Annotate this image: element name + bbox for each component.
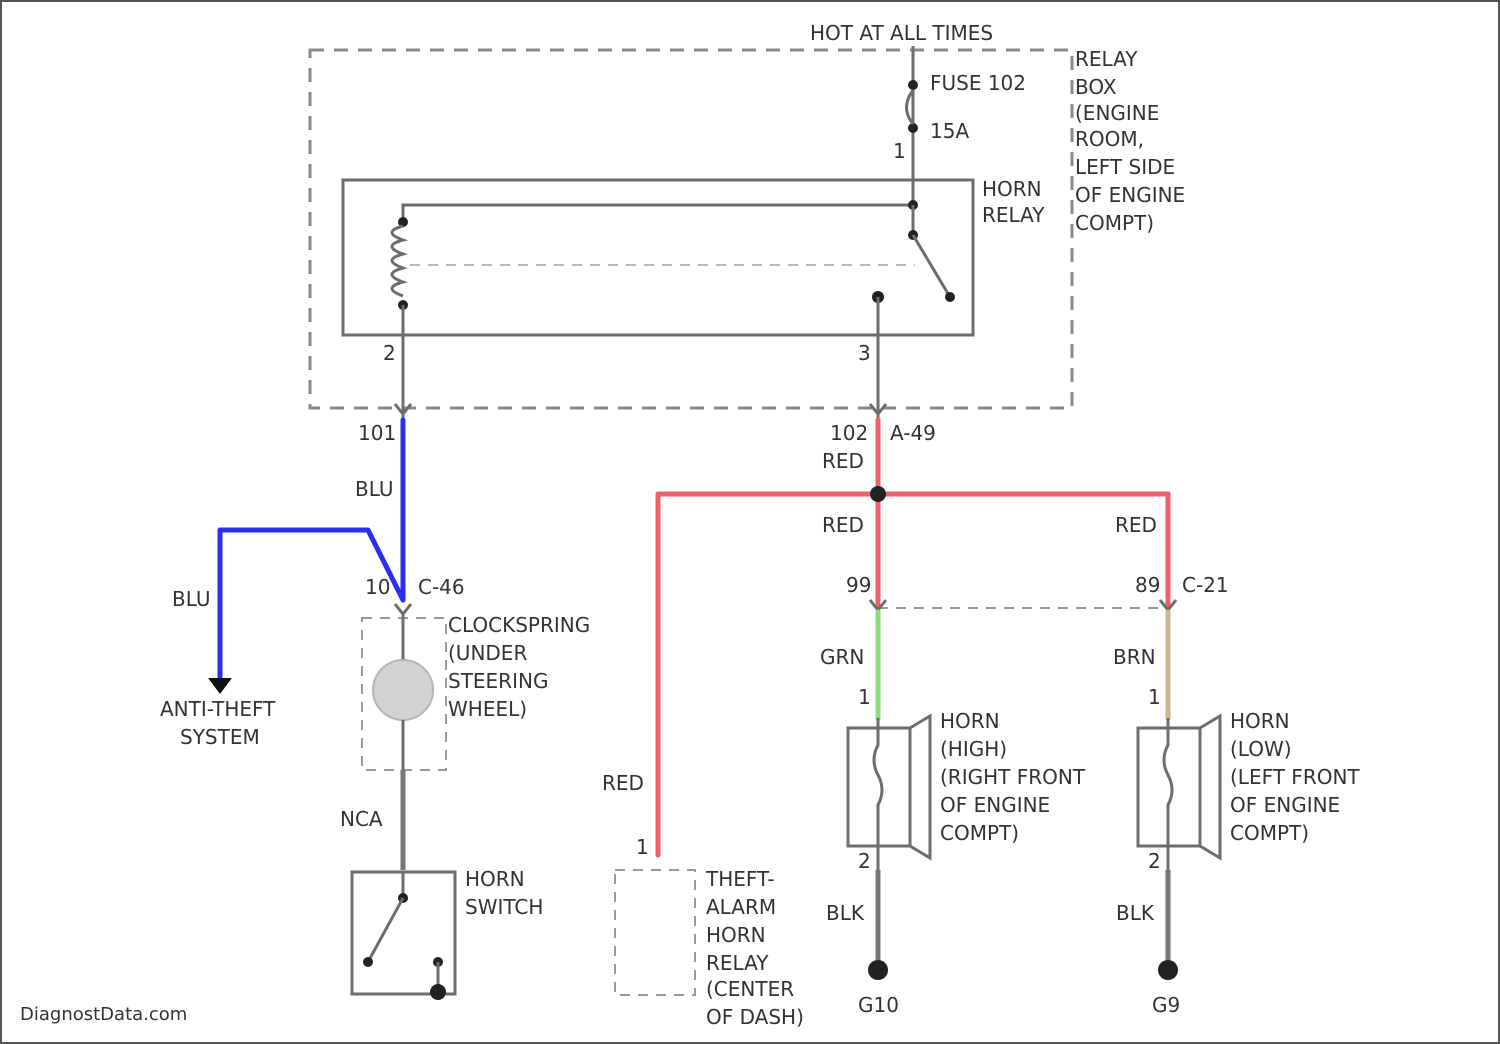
- horn-high-connector: 99: [846, 573, 871, 597]
- svg-text:OF DASH): OF DASH): [706, 1005, 804, 1029]
- svg-text:RELAY: RELAY: [1075, 47, 1138, 71]
- svg-text:COMPT): COMPT): [1230, 821, 1309, 845]
- svg-text:(RIGHT FRONT: (RIGHT FRONT: [940, 765, 1086, 789]
- svg-text:(LOW): (LOW): [1230, 737, 1292, 761]
- brn-label: BRN: [1113, 645, 1156, 669]
- ground-low-label: G9: [1152, 993, 1180, 1017]
- coil-out-connector: 101: [358, 421, 396, 445]
- relay-box-label: RELAY BOX (ENGINE ROOM, LEFT SIDE OF ENG…: [1075, 47, 1185, 235]
- watermark: DiagnostData.com: [20, 1004, 187, 1025]
- svg-text:OF ENGINE: OF ENGINE: [1230, 793, 1340, 817]
- svg-text:RELAY: RELAY: [706, 951, 769, 975]
- ground-high-label: G10: [858, 993, 899, 1017]
- svg-text:RELAY: RELAY: [982, 203, 1045, 227]
- horn-high-label: HORN (HIGH) (RIGHT FRONT OF ENGINE COMPT…: [940, 709, 1086, 845]
- relay-internal-feed: [403, 182, 913, 222]
- svg-text:HORN: HORN: [940, 709, 1000, 733]
- svg-text:WHEEL): WHEEL): [448, 697, 527, 721]
- relay-switch-arm: [913, 235, 950, 297]
- clockspring-icon: [373, 660, 433, 720]
- red-center-label: RED: [822, 513, 864, 537]
- blu-main-label: BLU: [355, 477, 394, 501]
- red-main-label: RED: [822, 449, 864, 473]
- horn-high-bell: [910, 716, 930, 858]
- red-left-label: RED: [602, 771, 644, 795]
- svg-text:SWITCH: SWITCH: [465, 895, 543, 919]
- blu-wire-branch: [220, 530, 403, 680]
- svg-text:SYSTEM: SYSTEM: [180, 725, 260, 749]
- svg-text:BOX: BOX: [1075, 75, 1117, 99]
- blk-high-label: BLK: [826, 901, 865, 925]
- svg-text:OF ENGINE: OF ENGINE: [1075, 183, 1185, 207]
- grn-label: GRN: [820, 645, 864, 669]
- anti-theft-arrow: [208, 678, 232, 694]
- power-label: HOT AT ALL TIMES: [810, 21, 993, 45]
- svg-text:HORN: HORN: [706, 923, 766, 947]
- svg-text:ANTI-THEFT: ANTI-THEFT: [160, 697, 276, 721]
- horn-switch-ground-icon: [430, 984, 446, 1000]
- horn-low-label: HORN (LOW) (LEFT FRONT OF ENGINE COMPT): [1230, 709, 1360, 845]
- relay-coil: [392, 226, 403, 296]
- svg-text:COMPT): COMPT): [1075, 211, 1154, 235]
- svg-text:(ENGINE: (ENGINE: [1075, 101, 1159, 125]
- theft-relay-outline: [615, 870, 695, 995]
- svg-text:ALARM: ALARM: [706, 895, 776, 919]
- switch-out-connector-id: A-49: [890, 421, 936, 445]
- switch-pin-label: 3: [858, 341, 871, 365]
- nca-label: NCA: [340, 807, 383, 831]
- horn-high-pin2: 2: [858, 849, 871, 873]
- svg-text:HORN: HORN: [465, 867, 525, 891]
- horn-connector-id: C-21: [1182, 573, 1229, 597]
- fuse-rating: 15A: [930, 119, 969, 143]
- horn-low-connector: 89: [1135, 573, 1160, 597]
- fuse-label: FUSE 102: [930, 71, 1026, 95]
- clockspring-connector-symbol: [395, 604, 411, 614]
- coil-pin-label: 2: [383, 341, 396, 365]
- ground-high-icon: [868, 960, 888, 980]
- clockspring-connector: 10: [365, 575, 390, 599]
- svg-text:THEFT-: THEFT-: [705, 867, 775, 891]
- relay-feed-pin: 1: [893, 139, 906, 163]
- theft-relay-pin: 1: [636, 835, 649, 859]
- fuse-dot-bottom: [908, 123, 918, 133]
- switch-out-connector: 102: [830, 421, 868, 445]
- svg-text:LEFT SIDE: LEFT SIDE: [1075, 155, 1175, 179]
- horn-low-pin1: 1: [1148, 685, 1161, 709]
- svg-text:STEERING: STEERING: [448, 669, 548, 693]
- horn-high-pin1: 1: [858, 685, 871, 709]
- ground-low-icon: [1158, 960, 1178, 980]
- svg-text:HORN: HORN: [982, 177, 1042, 201]
- red-splice-dot: [870, 486, 886, 502]
- svg-text:COMPT): COMPT): [940, 821, 1019, 845]
- svg-text:(HIGH): (HIGH): [940, 737, 1007, 761]
- horn-switch-arm: [368, 898, 403, 962]
- blk-low-label: BLK: [1116, 901, 1155, 925]
- svg-text:OF ENGINE: OF ENGINE: [940, 793, 1050, 817]
- horn-switch-arm-dot: [363, 957, 373, 967]
- svg-text:(LEFT FRONT: (LEFT FRONT: [1230, 765, 1360, 789]
- svg-text:ROOM,: ROOM,: [1075, 127, 1144, 151]
- fuse-dot-top: [908, 80, 918, 90]
- switch-arm-end-dot: [945, 292, 955, 302]
- relay-box-outline: [310, 50, 1072, 408]
- horn-low-bell: [1200, 716, 1220, 858]
- clockspring-connector-id: C-46: [418, 575, 465, 599]
- anti-theft-label: ANTI-THEFT SYSTEM: [160, 697, 276, 749]
- svg-text:CLOCKSPRING: CLOCKSPRING: [448, 613, 590, 637]
- horn-low-pin2: 2: [1148, 849, 1161, 873]
- theft-relay-label: THEFT- ALARM HORN RELAY (CENTER OF DASH): [705, 867, 804, 1029]
- svg-text:(UNDER: (UNDER: [448, 641, 527, 665]
- svg-text:(CENTER: (CENTER: [706, 977, 794, 1001]
- blu-branch-label: BLU: [172, 587, 211, 611]
- red-right-label: RED: [1115, 513, 1157, 537]
- svg-text:HORN: HORN: [1230, 709, 1290, 733]
- clockspring-label: CLOCKSPRING (UNDER STEERING WHEEL): [448, 613, 590, 721]
- horn-switch-label: HORN SWITCH: [465, 867, 543, 919]
- horn-relay-label: HORN RELAY: [982, 177, 1045, 227]
